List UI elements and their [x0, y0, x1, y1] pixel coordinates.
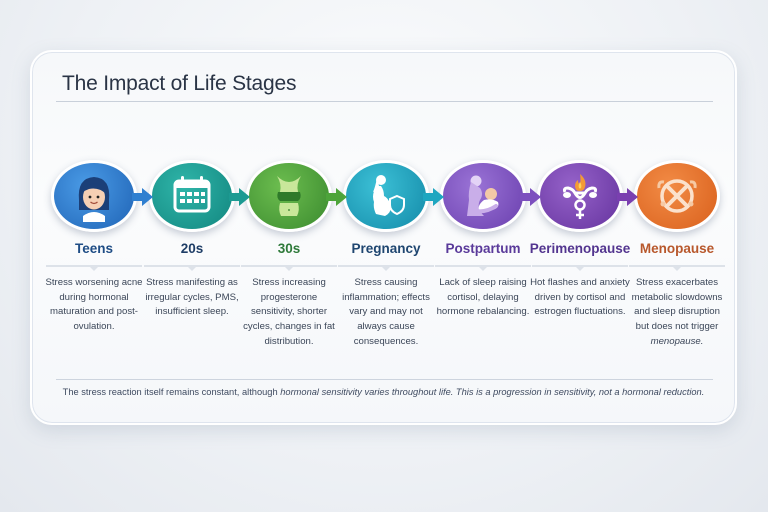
stage-description: Stress exacerbates metabolic slowdowns a…	[631, 277, 723, 347]
label-divider	[629, 265, 725, 271]
title-divider	[56, 101, 713, 102]
stage-label: Menopause	[639, 241, 715, 256]
label-divider	[532, 265, 628, 271]
stage-label: Teens	[74, 241, 113, 256]
stage-teens: Teens Stress worsening acne during hormo…	[42, 160, 146, 335]
connector-bar	[326, 193, 338, 201]
stage-timeline: Teens Stress worsening acne during hormo…	[32, 160, 735, 420]
footnote-divider	[56, 379, 713, 380]
label-divider	[435, 265, 531, 271]
stage-label: 30s	[277, 241, 301, 256]
teen-girl-face-icon	[78, 177, 110, 222]
label-divider	[144, 265, 240, 271]
uterus-flame-female-symbol-icon	[562, 174, 598, 219]
stage-description: Lack of sleep raising cortisol, delaying…	[436, 277, 530, 318]
footnote-italic: hormonal sensitivity varies throughout l…	[280, 387, 705, 397]
stage-description: Stress causing inflammation; effects var…	[342, 277, 430, 347]
stage-menopause: Menopause Stress exacerbates metabolic s…	[625, 160, 729, 350]
arrow-right-icon	[336, 188, 347, 206]
stage-pregnancy: Pregnancy Stress causing inflammation; e…	[334, 160, 438, 350]
stage-circle	[440, 160, 526, 232]
stage-circle	[149, 160, 235, 232]
page-title: The Impact of Life Stages	[62, 72, 297, 95]
stage-label: Pregnancy	[351, 241, 421, 256]
stage-circle	[537, 160, 623, 232]
connector-bar	[229, 193, 241, 201]
stage-description: Stress increasing progesterone sensitivi…	[243, 277, 335, 347]
pregnant-woman-shield-icon	[373, 175, 405, 216]
arrow-right-icon	[142, 188, 153, 206]
connector-bar	[520, 193, 532, 201]
stage-description: Stress manifesting as irregular cycles, …	[145, 277, 239, 318]
stage-circle	[246, 160, 332, 232]
connector-bar	[617, 193, 629, 201]
stage-circle	[634, 160, 720, 232]
arrow-right-icon	[530, 188, 541, 206]
stage-circle	[51, 160, 137, 232]
arrow-right-icon	[627, 188, 638, 206]
stage-circle	[343, 160, 429, 232]
stage-label: Postpartum	[445, 241, 521, 256]
torso-sports-bra-icon	[277, 176, 301, 216]
life-stages-card: The Impact of Life Stages Teens Stress w…	[30, 50, 737, 425]
calendar-icon	[173, 176, 211, 213]
stage-perimenopause: Perimenopause Hot flashes and anxiety dr…	[528, 160, 632, 320]
footnote: The stress reaction itself remains const…	[62, 387, 705, 397]
stage-label: Perimenopause	[529, 241, 631, 256]
stage-30s: 30s Stress increasing progesterone sensi…	[237, 160, 341, 350]
stage-postpartum: Postpartum Lack of sleep raising cortiso…	[431, 160, 535, 320]
description-emphasis: menopause.	[650, 335, 704, 347]
stage-description: Hot flashes and anxiety driven by cortis…	[530, 277, 630, 318]
connector-bar	[132, 193, 144, 201]
arrow-right-icon	[433, 188, 444, 206]
mother-holding-baby-icon	[467, 175, 499, 216]
stage-20s: 20s Stress manifesting as irregular cycl…	[140, 160, 244, 320]
label-divider	[338, 265, 434, 271]
label-divider	[241, 265, 337, 271]
stage-description: Stress worsening acne during hormonal ma…	[45, 277, 143, 333]
uterus-crossed-out-icon	[657, 179, 697, 213]
label-divider	[46, 265, 142, 271]
connector-bar	[423, 193, 435, 201]
stage-label: 20s	[180, 241, 204, 256]
arrow-right-icon	[239, 188, 250, 206]
